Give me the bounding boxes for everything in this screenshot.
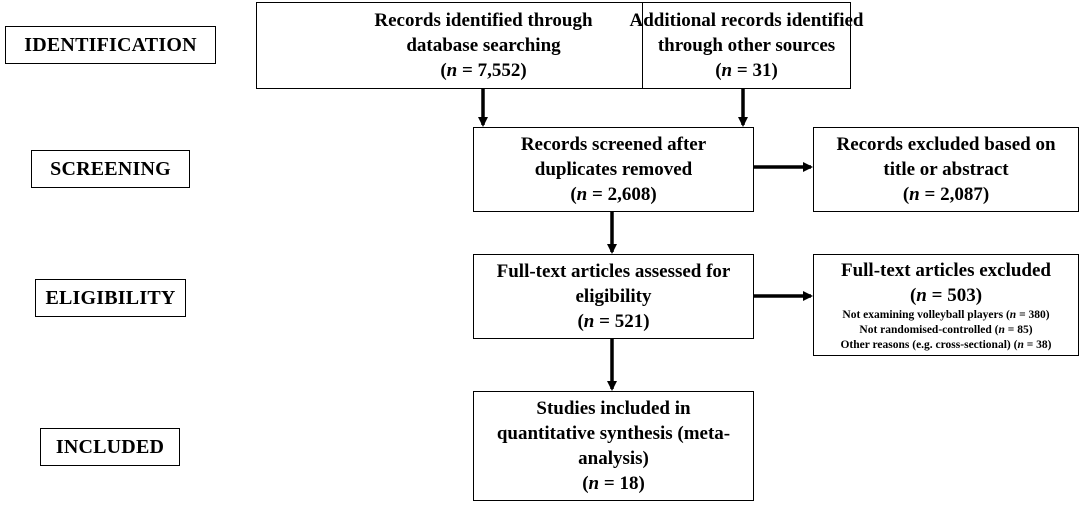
stage-screening-label: SCREENING: [50, 157, 171, 180]
screened-count: (n = 2,608): [570, 184, 657, 205]
included-box: Studies included in quantitative synthes…: [473, 391, 754, 501]
other-sources-box: Additional records identified through ot…: [630, 2, 864, 89]
other-sources-count-value: = 31: [736, 60, 772, 81]
stage-identification: IDENTIFICATION: [5, 26, 216, 64]
excluded-title-count: (n = 2,087): [902, 184, 990, 205]
stage-included-label: INCLUDED: [55, 435, 165, 458]
screened-box: Records screened after duplicates remove…: [473, 127, 754, 212]
screened-line-2: duplicates removed: [534, 159, 693, 180]
n-label: n: [446, 60, 458, 81]
db-search-line-2: database searching: [406, 35, 561, 56]
fulltext-count-value: = 521: [599, 311, 644, 332]
stage-included: INCLUDED: [40, 428, 180, 466]
exclusion-reason-text: Other reasons (e.g. cross-sectional): [840, 338, 1011, 351]
exclusion-reason-text: Not examining volleyball players: [842, 308, 1004, 321]
exclusion-reason-value: = 380: [1019, 308, 1046, 321]
n-label: n: [909, 184, 920, 205]
other-sources-line-1: Additional records identified: [629, 10, 864, 31]
fulltext-line-1: Full-text articles assessed for: [496, 261, 731, 282]
other-sources-count: (n = 31): [715, 60, 778, 81]
fulltext-excluded-box: Full-text articles excluded (n = 503) No…: [813, 254, 1079, 356]
n-label: n: [721, 60, 733, 81]
excluded-title-count-value: = 2,087: [924, 184, 983, 205]
screened-count-value: = 2,608: [592, 184, 651, 205]
db-search-line-1: Records identified through: [374, 10, 593, 31]
exclusion-reason-value: = 38: [1026, 338, 1048, 351]
included-count-value: = 18: [603, 473, 639, 494]
db-search-count-value: = 7,552: [462, 60, 521, 81]
n-label: n: [576, 184, 588, 205]
included-line-1: Studies included in: [536, 398, 691, 419]
fulltext-excluded-count: (n = 503): [909, 284, 983, 306]
other-sources-line-2: through other sources: [657, 35, 836, 56]
db-search-box: Records identified through database sear…: [256, 2, 711, 89]
n-label: n: [998, 323, 1005, 336]
n-label: n: [588, 473, 600, 494]
excluded-title-box: Records excluded based on title or abstr…: [813, 127, 1079, 212]
n-label: n: [916, 284, 927, 306]
exclusion-reason: Not examining volleyball players (n = 38…: [842, 308, 1050, 321]
n-label: n: [1009, 308, 1017, 321]
exclusion-reason: Other reasons (e.g. cross-sectional) (n …: [840, 338, 1052, 351]
fulltext-count: (n = 521): [577, 311, 650, 332]
n-label: n: [583, 311, 595, 332]
fulltext-excluded-title: Full-text articles excluded: [840, 259, 1051, 281]
included-line-3: analysis): [578, 448, 649, 469]
n-label: n: [1017, 338, 1024, 351]
fulltext-excluded-count-value: = 503: [931, 284, 976, 306]
stage-eligibility-label: ELIGIBILITY: [45, 286, 176, 309]
stage-identification-label: IDENTIFICATION: [24, 33, 197, 56]
stage-screening: SCREENING: [31, 150, 190, 188]
excluded-title-line-2: title or abstract: [883, 159, 1009, 180]
fulltext-line-2: eligibility: [575, 286, 652, 307]
stage-eligibility: ELIGIBILITY: [35, 279, 186, 317]
fulltext-box: Full-text articles assessed for eligibil…: [473, 254, 754, 339]
exclusion-reason-value: = 85: [1007, 323, 1029, 336]
exclusion-reason: Not randomised-controlled (n = 85): [859, 323, 1033, 336]
screened-line-1: Records screened after: [520, 134, 707, 155]
db-search-count: (n = 7,552): [440, 60, 527, 81]
included-line-2: quantitative synthesis (meta-: [496, 423, 731, 444]
exclusion-reason-text: Not randomised-controlled: [859, 323, 992, 336]
included-count: (n = 18): [582, 473, 645, 494]
excluded-title-line-1: Records excluded based on: [836, 134, 1056, 155]
